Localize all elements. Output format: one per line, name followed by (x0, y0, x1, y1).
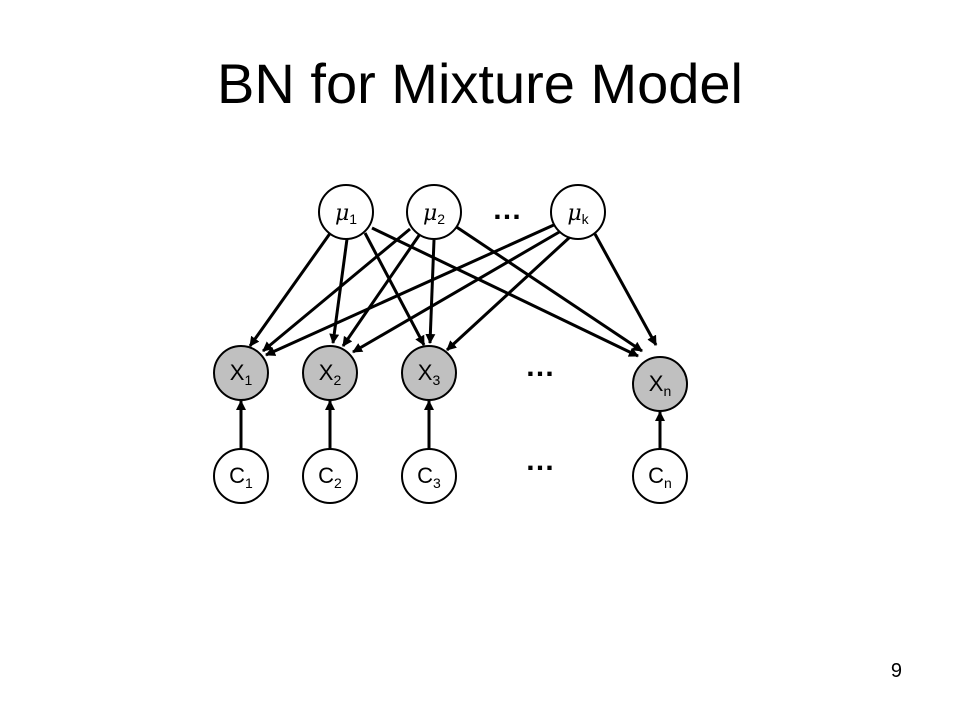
node-xn: Xn (632, 356, 688, 412)
svg-text:μk: μk (567, 201, 589, 227)
node-muk: μk (550, 184, 606, 240)
edge-mu1-x1 (248, 231, 333, 347)
slide-title: BN for Mixture Model (217, 52, 743, 115)
page-number: 9 (890, 660, 902, 682)
edge-muk-x2 (352, 229, 562, 354)
edge-mu2-x1 (262, 227, 411, 353)
svg-text:C3: C3 (417, 463, 441, 491)
ellipsis-bottom: … (525, 444, 555, 477)
x3-sub: 3 (432, 372, 440, 388)
node-x3: X3 (401, 345, 457, 401)
xn-symbol: X (649, 371, 664, 396)
node-c3: C3 (401, 448, 457, 504)
node-c2: C2 (302, 448, 358, 504)
c-to-x-edges (236, 400, 665, 449)
svg-text:X2: X2 (319, 360, 342, 388)
x1-sub: 1 (244, 372, 252, 388)
c3-symbol: C (417, 463, 433, 488)
edge-mu2-x2 (341, 233, 422, 347)
cn-sub: n (664, 475, 672, 491)
svg-text:X1: X1 (230, 360, 253, 388)
mu2-symbol: μ (423, 201, 437, 226)
ellipsis-middle: … (525, 350, 555, 383)
svg-text:X3: X3 (418, 360, 441, 388)
edge-muk-xn (593, 233, 658, 346)
node-c1: C1 (213, 448, 269, 504)
c1-sub: 1 (245, 475, 253, 491)
node-x1: X1 (213, 345, 269, 401)
edge-mu1-x3 (363, 232, 426, 346)
svg-text:C1: C1 (229, 463, 253, 491)
svg-text:μ1: μ1 (335, 201, 357, 227)
svg-text:Cn: Cn (648, 463, 672, 491)
node-mu1: μ1 (318, 184, 374, 240)
mu1-symbol: μ (335, 201, 349, 226)
mu1-sub: 1 (349, 211, 357, 227)
c1-symbol: C (229, 463, 245, 488)
node-cn: Cn (632, 448, 688, 504)
edge-mu2-x3 (425, 239, 436, 344)
svg-text:μ2: μ2 (423, 201, 445, 227)
edge-mu2-xn (454, 224, 643, 353)
svg-text:C2: C2 (318, 463, 342, 491)
xn-sub: n (663, 383, 671, 399)
x3-symbol: X (418, 360, 433, 385)
x2-symbol: X (319, 360, 334, 385)
ellipsis-top: … (492, 193, 522, 226)
node-x2: X2 (302, 345, 358, 401)
muk-symbol: μ (567, 201, 581, 226)
c2-sub: 2 (334, 475, 342, 491)
edge-muk-x3 (445, 235, 572, 352)
x1-symbol: X (230, 360, 245, 385)
mu-to-x-edges (248, 222, 658, 358)
muk-sub: k (582, 211, 590, 227)
c2-symbol: C (318, 463, 334, 488)
edge-mu1-x2 (329, 238, 349, 344)
node-mu2: μ2 (406, 184, 462, 240)
edge-muk-x1 (265, 222, 557, 357)
x2-sub: 2 (333, 372, 341, 388)
c3-sub: 3 (433, 475, 441, 491)
svg-text:Xn: Xn (649, 371, 671, 399)
cn-symbol: C (648, 463, 664, 488)
edge-mu1-xn (371, 226, 639, 358)
mu2-sub: 2 (437, 211, 445, 227)
